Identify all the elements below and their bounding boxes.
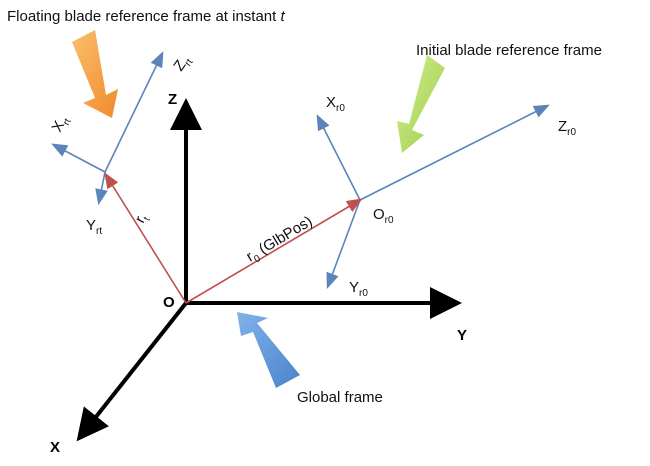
green-pointer-arrow [397,55,445,153]
orange-pointer-arrow [72,30,118,118]
floating-x-axis [51,143,106,173]
position-vector-rt [104,172,187,304]
blue-pointer-arrow [237,312,300,388]
global-x-axis [76,301,188,442]
global-z-label: Z [168,91,177,108]
floating-frame-title: Floating blade reference frame at instan… [7,8,286,25]
global-x-label: X [50,439,60,456]
global-y-label: Y [457,327,467,344]
x-r0-label: Xr0 [326,94,345,114]
z-rt-label: Zrt [170,52,195,76]
origin-label: O [163,294,175,311]
o-r0-label: Or0 [373,206,394,226]
floating-z-axis [104,51,164,173]
floating-y-axis [95,171,108,206]
y-rt-label: Yrt [86,217,102,237]
initial-x-axis [316,114,361,201]
r0-glbpos-label: r0 (GlbPos) [243,213,317,268]
y-r0-label: Yr0 [349,279,368,299]
z-r0-label: Zr0 [558,118,577,138]
initial-z-axis [359,104,550,201]
initial-frame-title: Initial blade reference frame [416,42,602,59]
initial-y-axis [326,199,361,289]
r-t-label: rt [132,211,153,227]
position-vector-r0 [185,198,363,304]
x-rt-label: Xrt [49,112,74,136]
global-frame-title: Global frame [297,389,383,406]
